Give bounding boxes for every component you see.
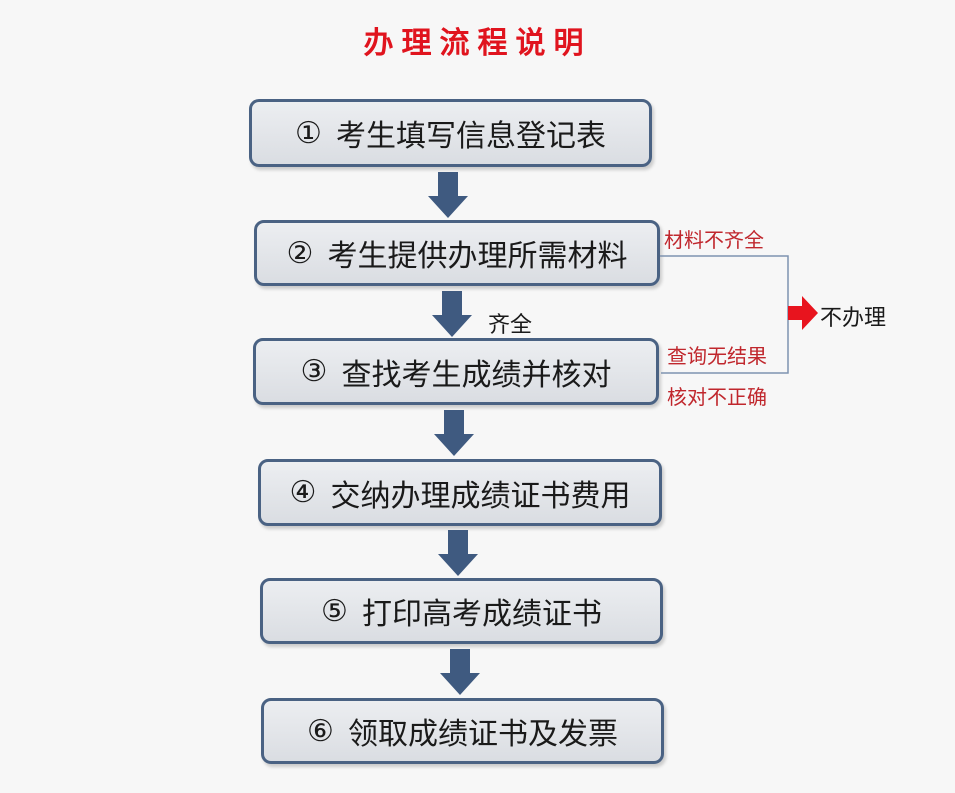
step-5-box: ⑤ 打印高考成绩证书	[260, 578, 663, 644]
down-arrow-icon	[428, 172, 468, 218]
step-4-box: ④ 交纳办理成绩证书费用	[258, 459, 662, 526]
incomplete-label: 材料不齐全	[664, 228, 764, 252]
step-5-number: ⑤	[321, 593, 348, 629]
step-3-box: ③ 查找考生成绩并核对	[253, 338, 659, 405]
step-6-number: ⑥	[307, 713, 334, 749]
page-title: 办理流程说明	[363, 26, 592, 61]
step-2-text: 考生提供办理所需材料	[327, 239, 628, 274]
no-result-label: 查询无结果	[667, 344, 767, 368]
reject-label: 不办理	[820, 306, 887, 331]
right-arrow-icon	[788, 296, 818, 330]
down-arrow-icon	[432, 291, 472, 337]
step-1-number: ①	[295, 115, 322, 151]
step-1-box: ① 考生填写信息登记表	[249, 99, 652, 167]
down-arrow-icon	[438, 530, 478, 576]
step-3-text: 查找考生成绩并核对	[341, 357, 612, 393]
down-arrow-icon	[434, 410, 474, 456]
complete-label: 齐全	[488, 313, 533, 338]
step-6-text: 领取成绩证书及发票	[347, 717, 618, 752]
step-2-box: ② 考生提供办理所需材料	[254, 220, 660, 286]
step-3-number: ③	[300, 354, 328, 389]
step-2-number: ②	[286, 235, 314, 271]
step-1-text: 考生填写信息登记表	[335, 119, 606, 154]
step-4-number: ④	[289, 475, 317, 510]
step-4-text: 交纳办理成绩证书费用	[330, 478, 631, 514]
step-6-box: ⑥ 领取成绩证书及发票	[261, 698, 664, 764]
down-arrow-icon	[440, 649, 480, 695]
incorrect-label: 核对不正确	[667, 385, 767, 409]
step-5-text: 打印高考成绩证书	[361, 597, 602, 632]
